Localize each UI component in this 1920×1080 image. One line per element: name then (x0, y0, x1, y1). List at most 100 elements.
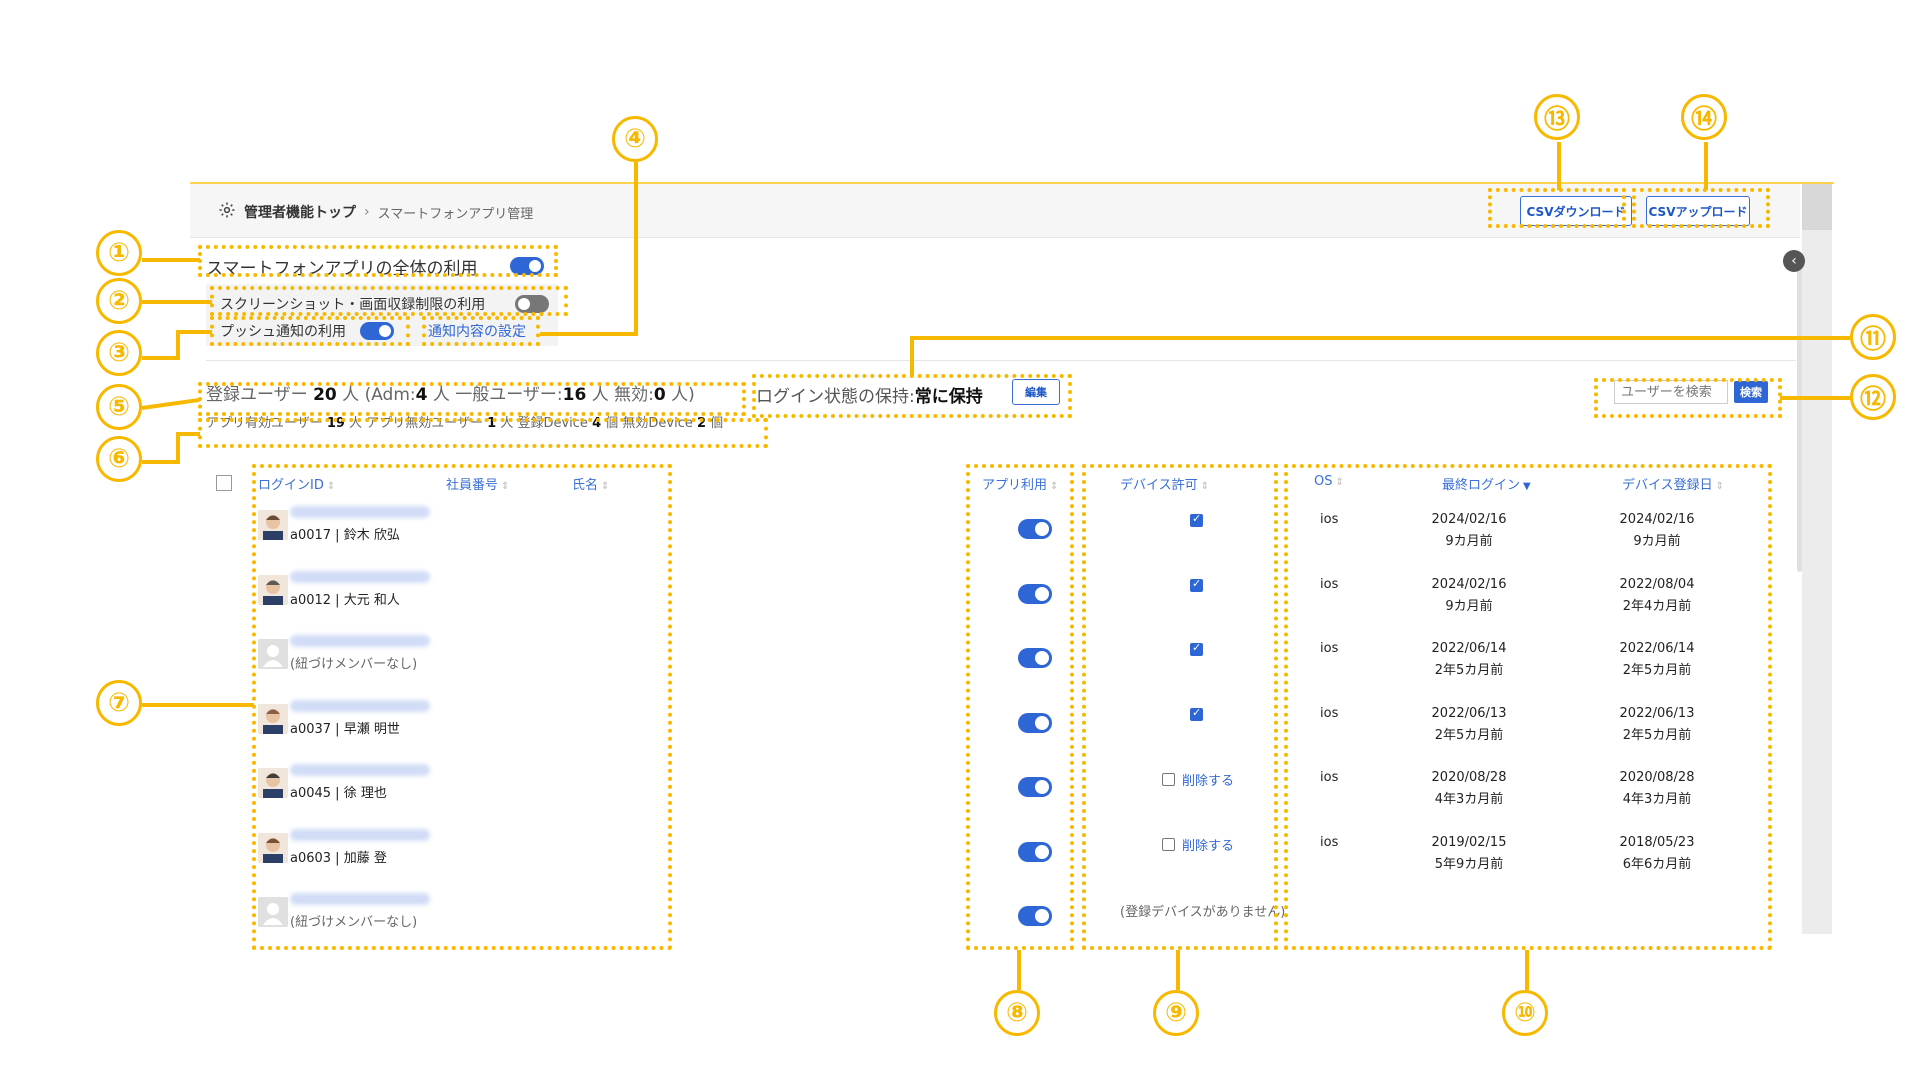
callout-8: ⑧ (994, 990, 1040, 1036)
column-device-allow[interactable]: デバイス許可⇕ (1120, 478, 1210, 493)
annotation-box-13 (1488, 188, 1626, 228)
delete-device-label[interactable]: 削除する (1182, 838, 1235, 854)
leader-10 (1525, 950, 1529, 990)
annotation-box-2 (210, 286, 568, 316)
last-login-date: 2022/06/14 (1431, 641, 1507, 656)
callout-1: ① (96, 230, 142, 276)
last-login-date: 2020/08/28 (1431, 770, 1507, 785)
avatar (258, 832, 288, 863)
last-login-ago: 5年9カ月前 (1434, 856, 1504, 872)
leader-4a (634, 162, 638, 334)
inner-scrollbar[interactable] (1797, 252, 1802, 572)
user-label: (紐づけメンバーなし) (290, 657, 418, 672)
device-allow-checkbox[interactable] (1190, 512, 1203, 527)
last-login-date: 2022/06/13 (1431, 705, 1507, 721)
device-registered-ago: 4年3カ月前 (1622, 792, 1692, 807)
device-allow-checkbox[interactable] (1190, 577, 1203, 592)
csv-upload-button[interactable]: CSVアップロード (1646, 196, 1750, 226)
callout-5: ⑤ (96, 384, 142, 430)
device-registered-date: 2022/08/04 (1619, 576, 1695, 592)
leader-11b (910, 336, 1850, 340)
push-label: プッシュ通知の利用 (220, 324, 346, 340)
search-button[interactable]: 検索 (1734, 381, 1768, 403)
leader-7 (142, 703, 254, 707)
push-toggle[interactable] (360, 322, 394, 340)
os-value: ios (1320, 705, 1339, 721)
column-app-use[interactable]: アプリ利用⇕ (982, 478, 1059, 493)
column-os[interactable]: OS⇕ (1314, 474, 1344, 489)
stats-line: 登録ユーザー 20 人 (Adm:4 人 一般ユーザー:16 人 無効:0 人) (206, 385, 695, 405)
os-value: ios (1320, 770, 1339, 785)
app-use-toggle[interactable] (1018, 841, 1052, 862)
annotation-box-7 (252, 464, 672, 950)
no-device-text: (登録デバイスがありません) (1120, 905, 1286, 920)
os-value: ios (1320, 834, 1339, 850)
scrollbar-thumb[interactable] (1802, 184, 1832, 230)
notification-settings-link[interactable]: 通知内容の設定 (428, 324, 526, 340)
app-use-toggle[interactable] (1018, 583, 1052, 604)
device-registered-ago: 9カ月前 (1633, 534, 1681, 549)
device-registered-ago: 2年5カ月前 (1622, 663, 1692, 678)
last-login-date: 2019/02/15 (1431, 834, 1507, 850)
leader-11a (910, 336, 914, 376)
login-id-blurred (290, 828, 430, 841)
login-id-blurred (290, 699, 430, 712)
column-employee-no[interactable]: 社員番号⇕ (446, 478, 510, 493)
app-use-toggle[interactable] (1018, 648, 1052, 668)
avatar (258, 639, 288, 669)
delete-device-label[interactable]: 削除する (1182, 774, 1235, 789)
leader-6b (176, 432, 180, 464)
callout-10: ⑩ (1502, 990, 1548, 1036)
login-id-blurred (290, 893, 430, 905)
device-registered-ago: 2年5カ月前 (1622, 727, 1692, 743)
select-all-checkbox[interactable] (216, 475, 232, 491)
scrollbar[interactable] (1802, 184, 1832, 934)
column-login-id[interactable]: ログインID⇕ (258, 478, 336, 493)
app-use-toggle[interactable] (1018, 777, 1052, 797)
user-label: a0037 | 早瀬 明世 (290, 721, 400, 737)
device-registered-date: 2024/02/16 (1619, 512, 1695, 527)
os-value: ios (1320, 641, 1339, 656)
column-device-registered[interactable]: デバイス登録日⇕ (1622, 478, 1725, 493)
collapse-panel-button[interactable]: ‹ (1783, 250, 1805, 272)
app-use-toggle[interactable] (1018, 906, 1052, 926)
callout-11: ⑪ (1850, 314, 1896, 360)
last-login-date: 2024/02/16 (1431, 512, 1507, 527)
login-id-blurred (290, 506, 430, 518)
column-name[interactable]: 氏名⇕ (572, 478, 610, 493)
annotation-box-12 (1594, 378, 1782, 418)
callout-14: ⑭ (1681, 94, 1727, 140)
divider (206, 360, 1796, 361)
device-allow-checkbox[interactable] (1190, 706, 1203, 721)
avatar (258, 510, 288, 540)
login-id-blurred (290, 635, 430, 647)
user-search-input[interactable] (1614, 380, 1728, 404)
device-registered-date: 2018/05/23 (1619, 834, 1695, 850)
device-registered-ago: 2年4カ月前 (1622, 598, 1692, 614)
login-keep-edit-button[interactable]: 編集 (1012, 379, 1060, 405)
annotation-box-10 (1284, 464, 1772, 950)
callout-6: ⑥ (96, 436, 142, 482)
delete-device-checkbox[interactable] (1162, 773, 1175, 786)
user-label: a0012 | 大元 和人 (290, 592, 400, 608)
user-label: a0603 | 加藤 登 (290, 850, 387, 866)
user-label: (紐づけメンバーなし) (290, 915, 418, 930)
user-label: a0045 | 徐 理也 (290, 786, 387, 801)
app-overall-toggle[interactable] (510, 257, 544, 275)
column-last-login[interactable]: 最終ログイン▼ (1442, 478, 1531, 493)
csv-download-button[interactable]: CSVダウンロード (1520, 196, 1632, 226)
last-login-ago: 4年3カ月前 (1434, 792, 1504, 807)
leader-9 (1176, 950, 1180, 990)
last-login-date: 2024/02/16 (1431, 576, 1507, 592)
leader-6a (142, 460, 178, 464)
leader-3a (142, 356, 178, 360)
app-window: 管理者機能トップ › スマートフォンアプリ管理 CSVダウンロード CSVアップ… (190, 182, 1834, 934)
delete-device-checkbox[interactable] (1162, 837, 1175, 851)
device-allow-checkbox[interactable] (1190, 641, 1203, 656)
app-use-toggle[interactable] (1018, 712, 1052, 733)
screenshot-restrict-label: スクリーンショット・画面収録制限の利用 (220, 297, 486, 313)
screenshot-restrict-toggle[interactable] (515, 295, 549, 313)
annotation-box-14 (1632, 188, 1770, 228)
app-use-toggle[interactable] (1018, 519, 1052, 539)
breadcrumb-home[interactable]: 管理者機能トップ (244, 205, 356, 221)
